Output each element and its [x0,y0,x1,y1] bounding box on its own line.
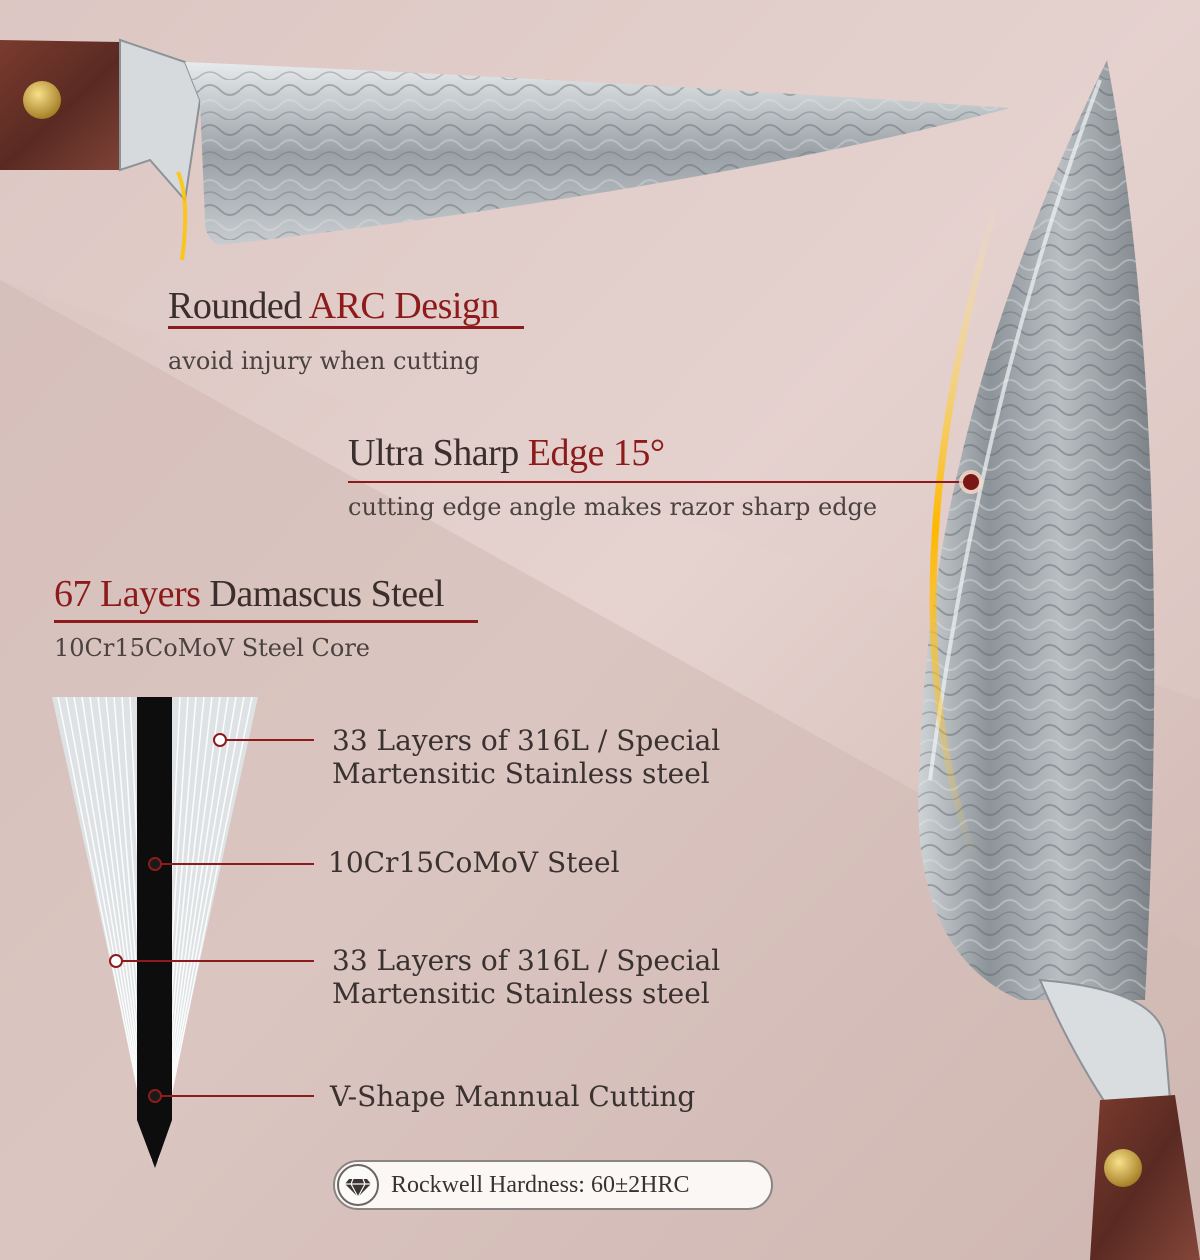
edge-title-accent: Edge 15° [527,432,665,474]
layer-outer-top-line2: Martensitic Stainless steel [332,757,710,790]
arc-title-underline [168,326,524,329]
arc-title-accent: ARC Design [308,285,500,327]
layer-outer-bottom-line2: Martensitic Stainless steel [332,977,710,1010]
damascus-title-accent: 67 Layers [54,573,201,615]
layer-outer-top-line1: 33 Layers of 316L / Special [332,724,721,757]
rockwell-hardness-text: Rockwell Hardness: 60±2HRC [391,1172,690,1198]
layer-outer-top-label: 33 Layers of 316L / Special Martensitic … [332,724,720,790]
layer-edge-label: V-Shape Mannual Cutting [330,1080,696,1113]
edge-subtitle: cutting edge angle makes razor sharp edg… [348,493,878,521]
damascus-title: 67 Layers Damascus Steel [54,572,445,616]
chef-knife-right [918,60,1200,1260]
layer-outer-bottom-line1: 33 Layers of 316L / Special [332,944,721,977]
arc-design-subtitle: avoid injury when cutting [168,347,480,375]
layer-diagram [52,696,258,1168]
rockwell-hardness-badge: Rockwell Hardness: 60±2HRC [333,1160,773,1210]
damascus-subtitle: 10Cr15CoMoV Steel Core [54,634,370,662]
layer-outer-bottom-label: 33 Layers of 316L / Special Martensitic … [332,944,720,1010]
edge-title-main: Ultra Sharp [348,432,528,474]
diamond-icon [337,1164,379,1206]
layer-core-label: 10Cr15CoMoV Steel [328,846,620,879]
arc-design-title: Rounded ARC Design [168,284,499,328]
paring-knife-top [0,38,1010,261]
arc-title-main: Rounded [168,285,309,327]
damascus-title-underline [54,620,478,623]
edge-title: Ultra Sharp Edge 15° [348,431,665,475]
damascus-title-main: Damascus Steel [200,573,445,615]
